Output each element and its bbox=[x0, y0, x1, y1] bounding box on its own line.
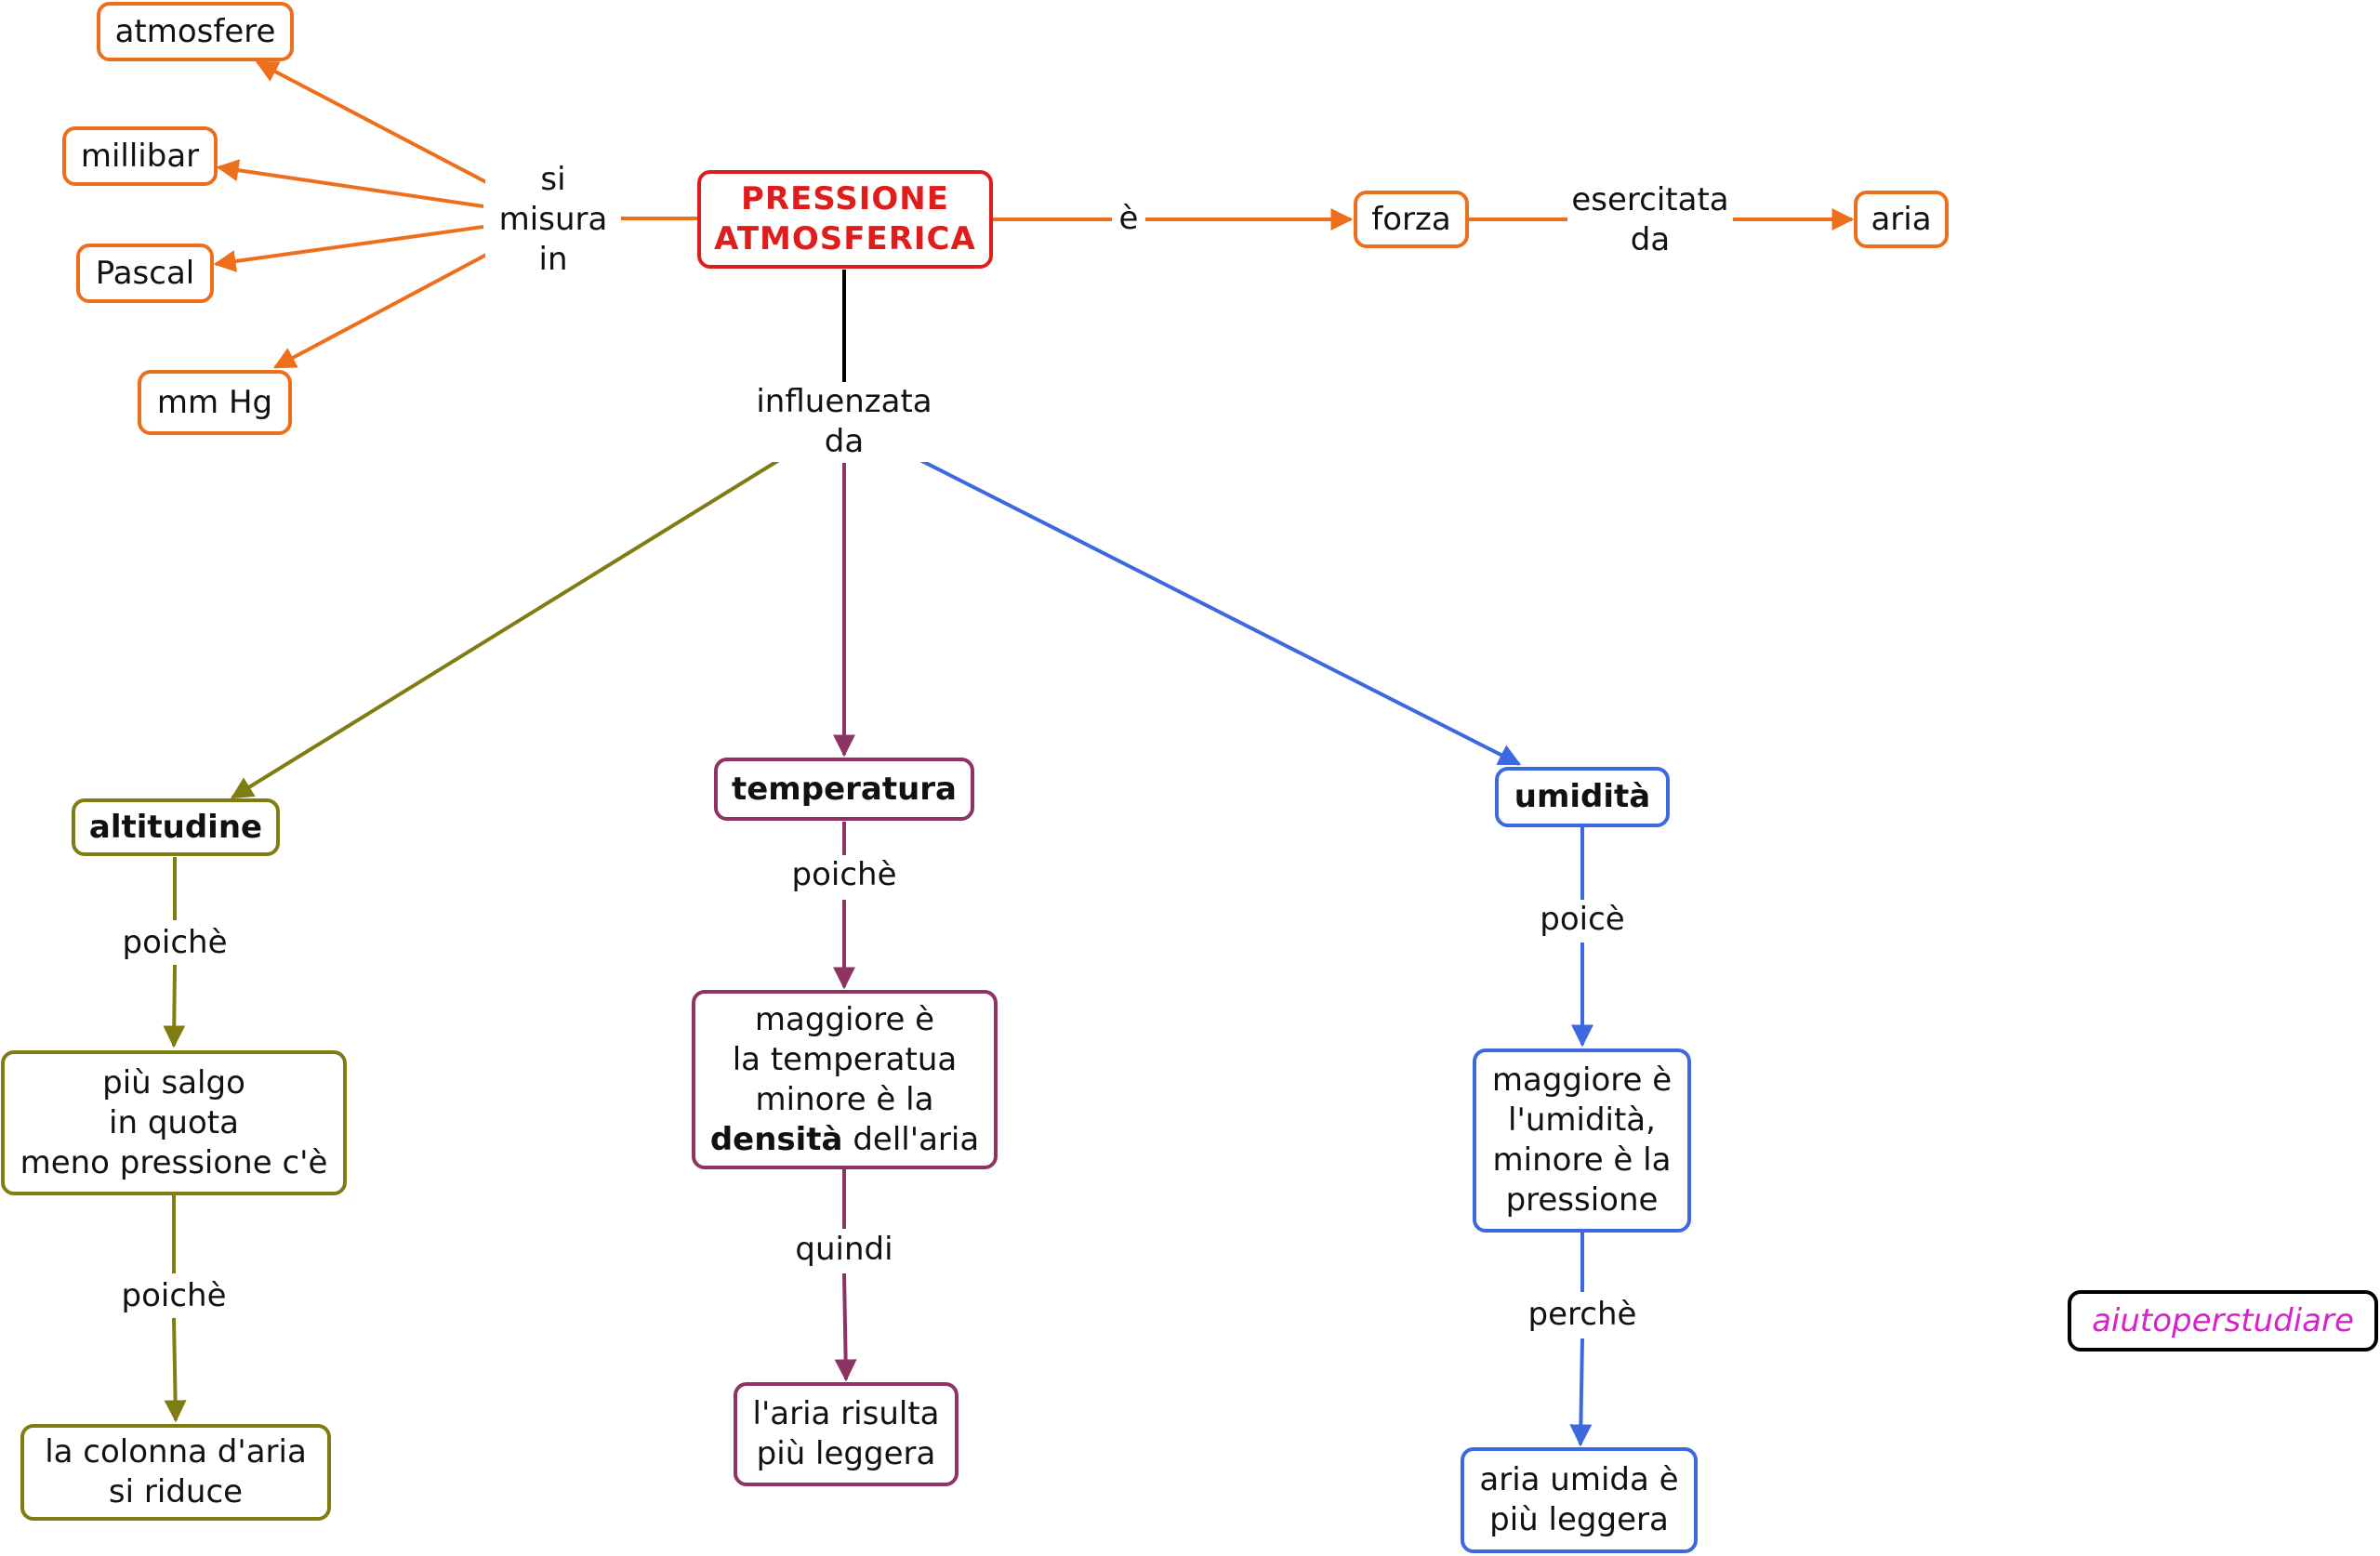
arrow-to-leggera bbox=[834, 1272, 857, 1382]
node-colonna-aria-line2: si riduce bbox=[108, 1473, 244, 1510]
node-altitudine-label: altitudine bbox=[88, 808, 263, 846]
central-concept-line2: ATMOSFERICA bbox=[714, 220, 976, 257]
node-umidita-pressione-line3: minore è la bbox=[1492, 1141, 1672, 1179]
link-label-influenzata-da-word: da bbox=[824, 423, 865, 460]
link-label-si-misura-in: si misura in bbox=[485, 160, 621, 280]
node-piu-salgo-line2: in quota bbox=[109, 1103, 239, 1141]
node-colonna-aria-line1: la colonna d'aria bbox=[45, 1433, 307, 1470]
node-umidita-pressione-line1: maggiore è bbox=[1491, 1062, 1673, 1099]
node-aria-leggera-line2: più leggera bbox=[756, 1435, 936, 1472]
link-label-esercitata-da: esercitata da bbox=[1567, 180, 1733, 260]
node-densita-line4: densità dell'aria bbox=[710, 1120, 979, 1160]
node-millibar[interactable]: millibar bbox=[62, 126, 218, 186]
arrow-to-altitudine bbox=[230, 454, 788, 799]
node-densita-rest: dell'aria bbox=[842, 1120, 980, 1158]
node-densita-bold: densità bbox=[709, 1120, 843, 1158]
link-label-quindi: quindi bbox=[788, 1230, 900, 1270]
node-umidita-pressione-line2: l'umidità, bbox=[1508, 1101, 1656, 1139]
node-aria-umida[interactable]: aria umida è più leggera bbox=[1461, 1447, 1698, 1553]
link-label-e: è bbox=[1112, 199, 1145, 239]
link-label-temperatura-poiche-text: poichè bbox=[791, 856, 897, 893]
node-temperatura[interactable]: temperatura bbox=[714, 758, 974, 821]
link-label-temperatura-poiche: poichè bbox=[779, 855, 909, 895]
node-pascal-label: Pascal bbox=[95, 254, 195, 292]
arrow-to-aria-umida bbox=[1569, 1338, 1593, 1447]
arrow-to-millibar bbox=[216, 159, 484, 208]
node-umidita-pressione[interactable]: maggiore è l'umidità, minore è la pressi… bbox=[1473, 1048, 1691, 1233]
node-mm-hg[interactable]: mm Hg bbox=[138, 370, 292, 435]
node-millibar-label: millibar bbox=[80, 137, 200, 175]
link-label-altitudine-poiche-text: poichè bbox=[122, 924, 228, 961]
node-densita-line1: maggiore è bbox=[754, 1000, 935, 1038]
node-densita-line3: minore è la bbox=[755, 1080, 934, 1118]
link-label-altitudine-poiche: poichè bbox=[110, 923, 240, 963]
node-mm-hg-label: mm Hg bbox=[156, 383, 273, 421]
link-label-quindi-text: quindi bbox=[795, 1231, 893, 1268]
link-label-salgo-poiche-text: poichè bbox=[121, 1277, 227, 1314]
link-label-umidita-poice: poicè bbox=[1527, 900, 1638, 940]
link-label-umidita-perche: perchè bbox=[1517, 1295, 1647, 1335]
link-label-influenzata-da: influenzata da bbox=[749, 382, 939, 462]
link-label-si: si bbox=[540, 161, 566, 198]
link-label-e-text: è bbox=[1118, 200, 1139, 237]
node-forza[interactable]: forza bbox=[1354, 191, 1469, 248]
link-label-salgo-poiche: poichè bbox=[109, 1276, 239, 1316]
arrow-to-umidita bbox=[910, 454, 1522, 766]
node-densita[interactable]: maggiore è la temperatua minore è la den… bbox=[692, 990, 998, 1169]
link-label-da: da bbox=[1630, 221, 1671, 258]
node-aria-leggera[interactable]: l'aria risulta più leggera bbox=[734, 1382, 959, 1486]
node-umidita-pressione-line4: pressione bbox=[1505, 1181, 1659, 1219]
link-label-in: in bbox=[538, 241, 568, 278]
node-piu-salgo-line3: meno pressione c'è bbox=[20, 1143, 328, 1181]
node-umidita[interactable]: umidità bbox=[1495, 767, 1670, 827]
link-label-umidita-perche-text: perchè bbox=[1527, 1296, 1637, 1333]
central-concept-line1: PRESSIONE bbox=[740, 180, 949, 218]
node-densita-line2: la temperatua bbox=[732, 1040, 958, 1078]
arrow-to-colonna bbox=[164, 1317, 187, 1423]
node-atmosfere[interactable]: atmosfere bbox=[97, 2, 294, 61]
brand-aiutoperstudiare-label: aiutoperstudiare bbox=[2092, 1301, 2354, 1339]
node-forza-label: forza bbox=[1371, 200, 1451, 238]
node-colonna-aria[interactable]: la colonna d'aria si riduce bbox=[20, 1424, 331, 1521]
link-label-misura: misura bbox=[498, 201, 608, 238]
arrow-to-pascal bbox=[213, 225, 484, 272]
node-atmosfere-label: atmosfere bbox=[114, 12, 276, 50]
link-label-influenzata: influenzata bbox=[756, 383, 932, 420]
arrow-to-mmhg bbox=[272, 252, 489, 369]
node-aria-label: aria bbox=[1871, 200, 1932, 238]
node-temperatura-label: temperatura bbox=[731, 770, 958, 808]
node-aria-umida-line2: più leggera bbox=[1489, 1501, 1669, 1538]
node-aria-umida-line1: aria umida è bbox=[1479, 1461, 1679, 1498]
arrow-to-salgo bbox=[163, 964, 186, 1048]
node-piu-salgo-line1: più salgo bbox=[102, 1063, 245, 1101]
node-umidita-label: umidità bbox=[1514, 778, 1651, 815]
arrow-to-atmosfere bbox=[255, 60, 489, 185]
central-concept-pressione-atmosferica[interactable]: PRESSIONE ATMOSFERICA bbox=[697, 170, 993, 269]
node-pascal[interactable]: Pascal bbox=[76, 244, 214, 303]
brand-aiutoperstudiare[interactable]: aiutoperstudiare bbox=[2068, 1290, 2378, 1352]
link-label-esercitata: esercitata bbox=[1571, 181, 1729, 218]
node-altitudine[interactable]: altitudine bbox=[72, 798, 280, 856]
link-label-umidita-poice-text: poicè bbox=[1540, 901, 1625, 938]
node-piu-salgo[interactable]: più salgo in quota meno pressione c'è bbox=[1, 1050, 347, 1195]
node-aria[interactable]: aria bbox=[1854, 191, 1949, 248]
node-aria-leggera-line1: l'aria risulta bbox=[752, 1395, 940, 1432]
